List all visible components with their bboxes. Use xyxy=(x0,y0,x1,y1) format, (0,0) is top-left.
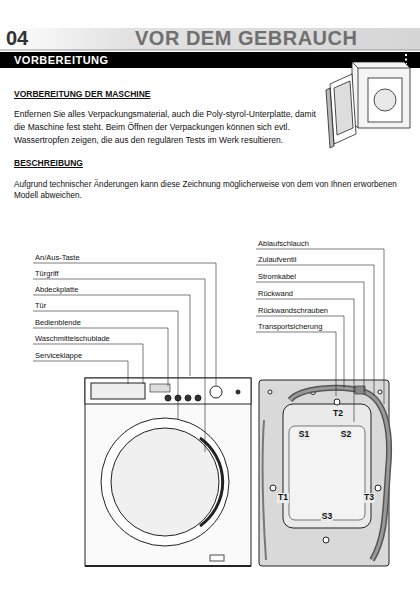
part-label: Transportsicherung xyxy=(258,323,322,332)
subheading: BESCHREIBUNG xyxy=(14,159,83,169)
callout-code: T3 xyxy=(363,493,375,503)
part-label: Bedienblende xyxy=(35,319,81,328)
part-label: Rückwand xyxy=(258,290,293,299)
subheading: VORBEREITUNG DER MASCHINE xyxy=(14,90,150,100)
callout-code: S1 xyxy=(298,430,310,440)
paragraph: Entfernen Sie alles Verpackungsmaterial,… xyxy=(14,108,319,148)
callout-code: S3 xyxy=(321,512,333,522)
packaging-illustration xyxy=(326,62,410,148)
page-title: VOR DEM GEBRAUCH xyxy=(135,27,357,50)
callout-code: S2 xyxy=(340,430,352,440)
part-label: Waschmittelschublade xyxy=(35,335,110,344)
part-label: Türgriff xyxy=(35,270,59,279)
section-heading: VORBEREITUNG xyxy=(14,52,420,68)
front-view xyxy=(85,378,251,566)
part-label: Abdeckplatte xyxy=(35,286,78,295)
section-bar: VORBEREITUNG xyxy=(0,52,420,68)
part-label: Rückwandschrauben xyxy=(258,307,328,316)
paragraph: Aufgrund technischer Änderungen kann die… xyxy=(14,179,414,202)
part-label: An/Aus-Taste xyxy=(35,254,80,263)
part-label: Tür xyxy=(35,302,46,311)
part-label: Stromkabel xyxy=(258,273,296,282)
part-label: Ablaufschlauch xyxy=(258,240,309,249)
page-number: 04 xyxy=(6,27,28,50)
callout-code: T1 xyxy=(277,493,289,503)
leader-lines xyxy=(33,249,384,452)
part-label: Serviceklappe xyxy=(35,352,82,361)
callout-code: T2 xyxy=(332,409,344,419)
part-label: Zulaufventil xyxy=(258,256,296,265)
header-band xyxy=(0,28,420,50)
rear-view xyxy=(259,380,389,566)
